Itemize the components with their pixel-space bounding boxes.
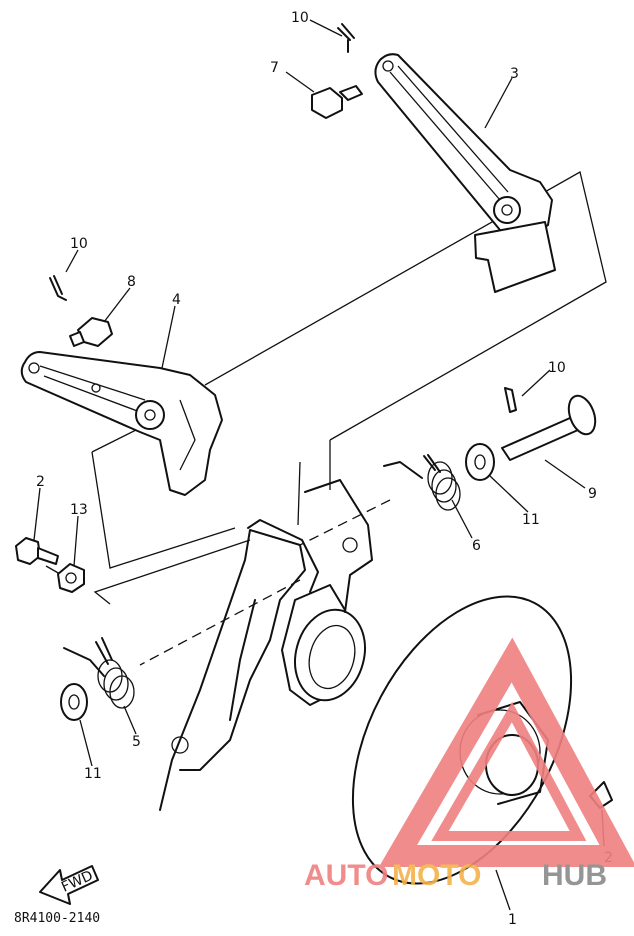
nut-part-13 bbox=[57, 563, 85, 593]
pin-part-8 bbox=[69, 317, 113, 347]
pin-part-7 bbox=[311, 85, 363, 119]
cotter-pin-top bbox=[337, 23, 355, 53]
callout-2-bolt: 2 bbox=[36, 474, 45, 490]
callout-10-left: 10 bbox=[70, 236, 88, 252]
fwd-arrow: FWD bbox=[39, 865, 99, 905]
washer-upper bbox=[465, 443, 495, 481]
callout-13: 13 bbox=[70, 502, 88, 518]
callout-10-top: 10 bbox=[291, 10, 309, 26]
watermark-hub: HUB bbox=[542, 859, 607, 892]
callout-1: 1 bbox=[508, 912, 517, 928]
callout-9: 9 bbox=[588, 486, 597, 502]
callout-labels: 10 7 3 10 8 4 10 9 2 13 6 11 5 11 2 1 bbox=[36, 10, 613, 928]
shaft-part-9 bbox=[501, 394, 597, 461]
lever-arm-part-4 bbox=[20, 351, 223, 496]
assembly-guide-lines bbox=[45, 171, 607, 666]
lever-arm-part-3 bbox=[374, 53, 556, 293]
watermark-logo: AUTO MOTO HUB bbox=[304, 637, 634, 892]
callout-3: 3 bbox=[510, 66, 519, 82]
washer-lower bbox=[60, 683, 88, 721]
watermark-triangle bbox=[378, 637, 634, 867]
spring-part-6 bbox=[383, 454, 461, 511]
callout-11-upper: 11 bbox=[522, 512, 540, 528]
spring-part-5 bbox=[63, 637, 135, 709]
cotter-pin-left bbox=[49, 275, 67, 301]
bracket-housing bbox=[159, 479, 373, 811]
watermark-moto: MOTO bbox=[392, 859, 481, 892]
callout-8: 8 bbox=[127, 274, 136, 290]
callout-6: 6 bbox=[472, 538, 481, 554]
callout-10-right: 10 bbox=[548, 360, 566, 376]
callout-4: 4 bbox=[172, 292, 181, 308]
watermark-auto: AUTO bbox=[304, 859, 388, 892]
cotter-pin-right bbox=[504, 387, 517, 413]
fwd-label: FWD bbox=[59, 868, 95, 896]
callout-5: 5 bbox=[132, 734, 141, 750]
drawing-code: 8R4100-2140 bbox=[14, 911, 100, 926]
bolt-part-2 bbox=[15, 537, 59, 565]
callout-11-lower: 11 bbox=[84, 766, 102, 782]
callout-7: 7 bbox=[270, 60, 279, 76]
